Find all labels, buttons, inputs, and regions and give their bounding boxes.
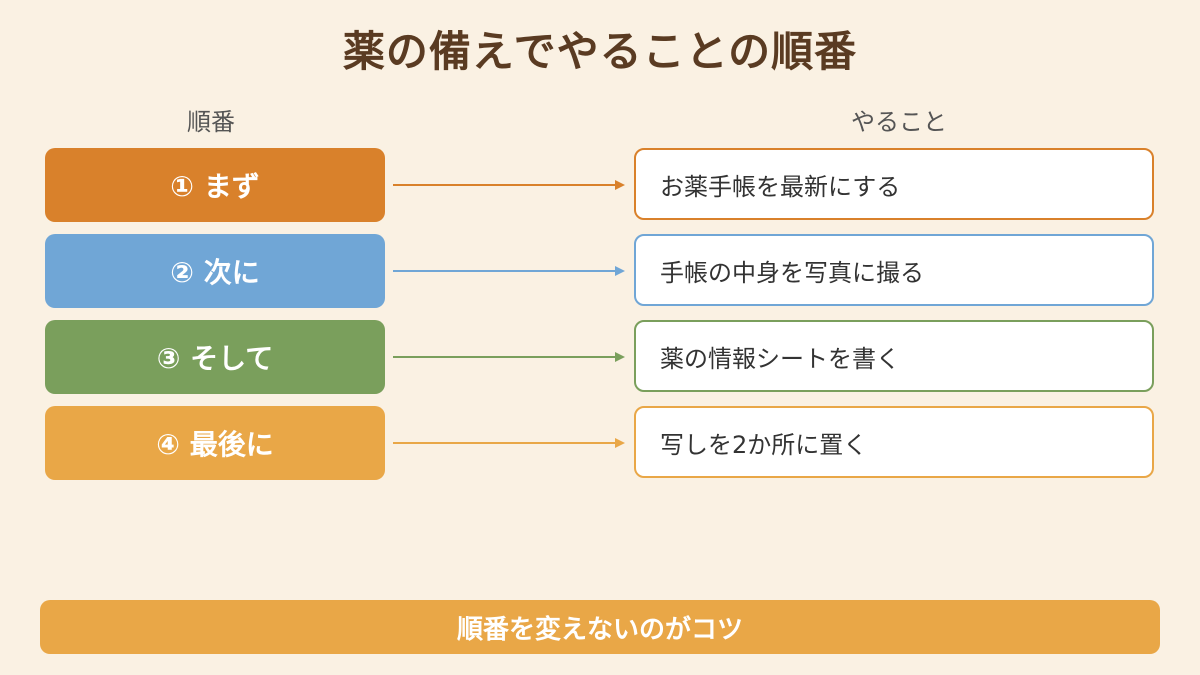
step-label-3: ③ そして <box>45 320 385 394</box>
action-column-header: やること <box>851 108 947 136</box>
step-action-2: 手帳の中身を写真に撮る <box>634 234 1154 306</box>
arrow-icon <box>393 352 625 362</box>
arrow-icon <box>393 180 625 190</box>
arrow-icon <box>393 266 625 276</box>
step-action-4: 写しを2か所に置く <box>634 406 1154 478</box>
step-action-3: 薬の情報シートを書く <box>634 320 1154 392</box>
page-title: 薬の備えでやることの順番 <box>342 27 858 76</box>
arrow-icon <box>393 438 625 448</box>
step-action-1: お薬手帳を最新にする <box>634 148 1154 220</box>
step-label-2: ② 次に <box>45 234 385 308</box>
step-label-1: ① まず <box>45 148 385 222</box>
tip-banner: 順番を変えないのがコツ <box>40 600 1160 654</box>
order-column-header: 順番 <box>187 108 235 136</box>
step-label-4: ④ 最後に <box>45 406 385 480</box>
